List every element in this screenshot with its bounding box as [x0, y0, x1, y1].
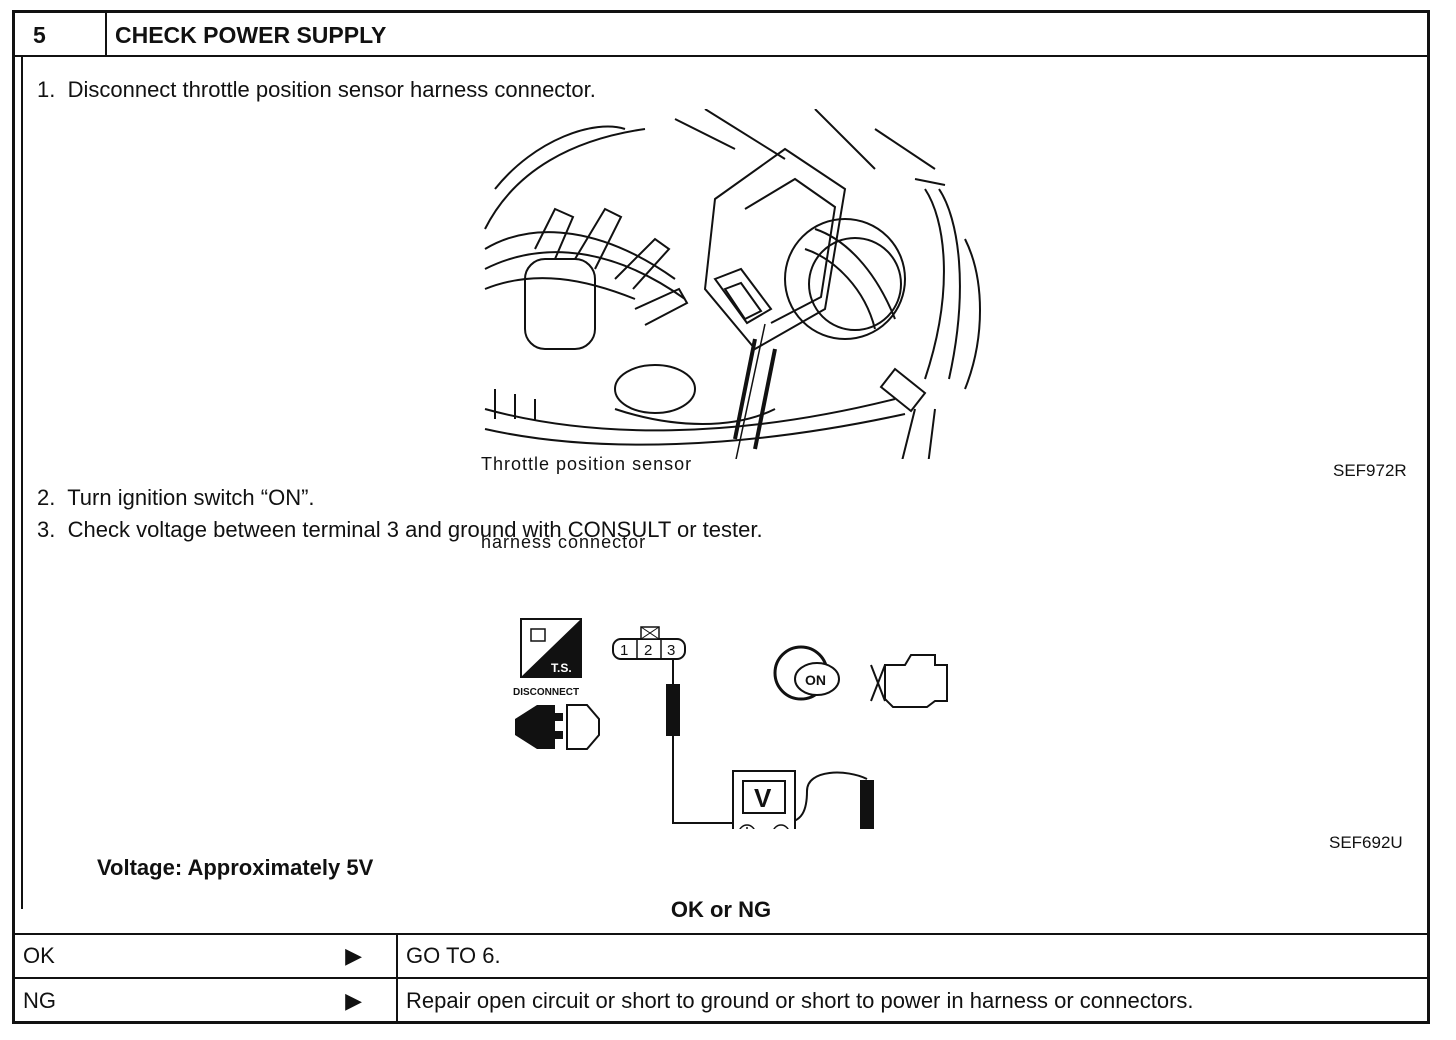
- result-table: OK ▶ GO TO 6. NG ▶ Repair open circuit o…: [15, 933, 1427, 1022]
- ignition-on-icon: ON: [773, 645, 840, 701]
- step-3: 3. Check voltage between terminal 3 and …: [37, 517, 763, 543]
- disconnect-label: DISCONNECT: [513, 687, 579, 698]
- disconnect-connector-icon: [515, 704, 600, 750]
- step-1: 1. Disconnect throttle position sensor h…: [37, 77, 596, 103]
- arrow-right-icon: ▶: [345, 943, 362, 968]
- figure1-callout: Throttle position sensor harness connect…: [481, 399, 692, 607]
- procedure-frame: 5 CHECK POWER SUPPLY 1. Disconnect throt…: [12, 10, 1430, 1024]
- ts-icon: T.S.: [520, 618, 582, 678]
- figure1-callout-line2: harness connector: [481, 532, 647, 552]
- result-ng-action: Repair open circuit or short to ground o…: [397, 977, 1427, 1022]
- result-heading: OK or NG: [670, 897, 772, 922]
- step-3-text: Check voltage between terminal 3 and gro…: [67, 517, 763, 542]
- ts-label: T.S.: [551, 661, 572, 675]
- step-2-text: Turn ignition switch “ON”.: [67, 485, 315, 510]
- step-2-number: 2.: [37, 485, 56, 510]
- procedure-body: 1. Disconnect throttle position sensor h…: [21, 57, 1427, 909]
- figure1-code: SEF972R: [1333, 461, 1407, 480]
- result-ng-key: NG: [23, 987, 56, 1013]
- terminal-3-label: 3: [667, 642, 675, 659]
- result-row-ok: OK ▶ GO TO 6.: [15, 933, 1427, 978]
- ignition-on-label: ON: [805, 672, 826, 688]
- step-number: 5: [15, 13, 107, 57]
- arrow-right-icon: ▶: [345, 987, 362, 1013]
- result-row-ng: NG ▶ Repair open circuit or short to gro…: [15, 977, 1427, 1022]
- step-3-number: 3.: [37, 517, 56, 542]
- terminal-2-label: 2: [644, 642, 652, 659]
- figure2-code: SEF692U: [1329, 833, 1403, 852]
- step-1-text: Disconnect throttle position sensor harn…: [67, 77, 596, 102]
- throttle-sensor-illustration: [484, 109, 981, 459]
- voltage-check-diagram: T.S. DISCONNECT 1 2 3: [513, 618, 948, 829]
- voltmeter: V: [732, 770, 796, 829]
- terminal-connector: 1 2 3: [612, 626, 686, 660]
- figure1-callout-line1: Throttle position sensor: [481, 454, 693, 474]
- step-1-number: 1.: [37, 77, 56, 102]
- engine-off-icon: [870, 654, 948, 708]
- step-2: 2. Turn ignition switch “ON”.: [37, 485, 315, 511]
- result-ok-action: GO TO 6.: [397, 933, 1427, 978]
- step-title: CHECK POWER SUPPLY: [107, 13, 1427, 57]
- voltage-spec: Voltage: Approximately 5V: [97, 855, 374, 880]
- terminal-1-label: 1: [620, 642, 628, 659]
- result-ok-key: OK: [23, 943, 55, 968]
- voltmeter-label: V: [754, 783, 772, 813]
